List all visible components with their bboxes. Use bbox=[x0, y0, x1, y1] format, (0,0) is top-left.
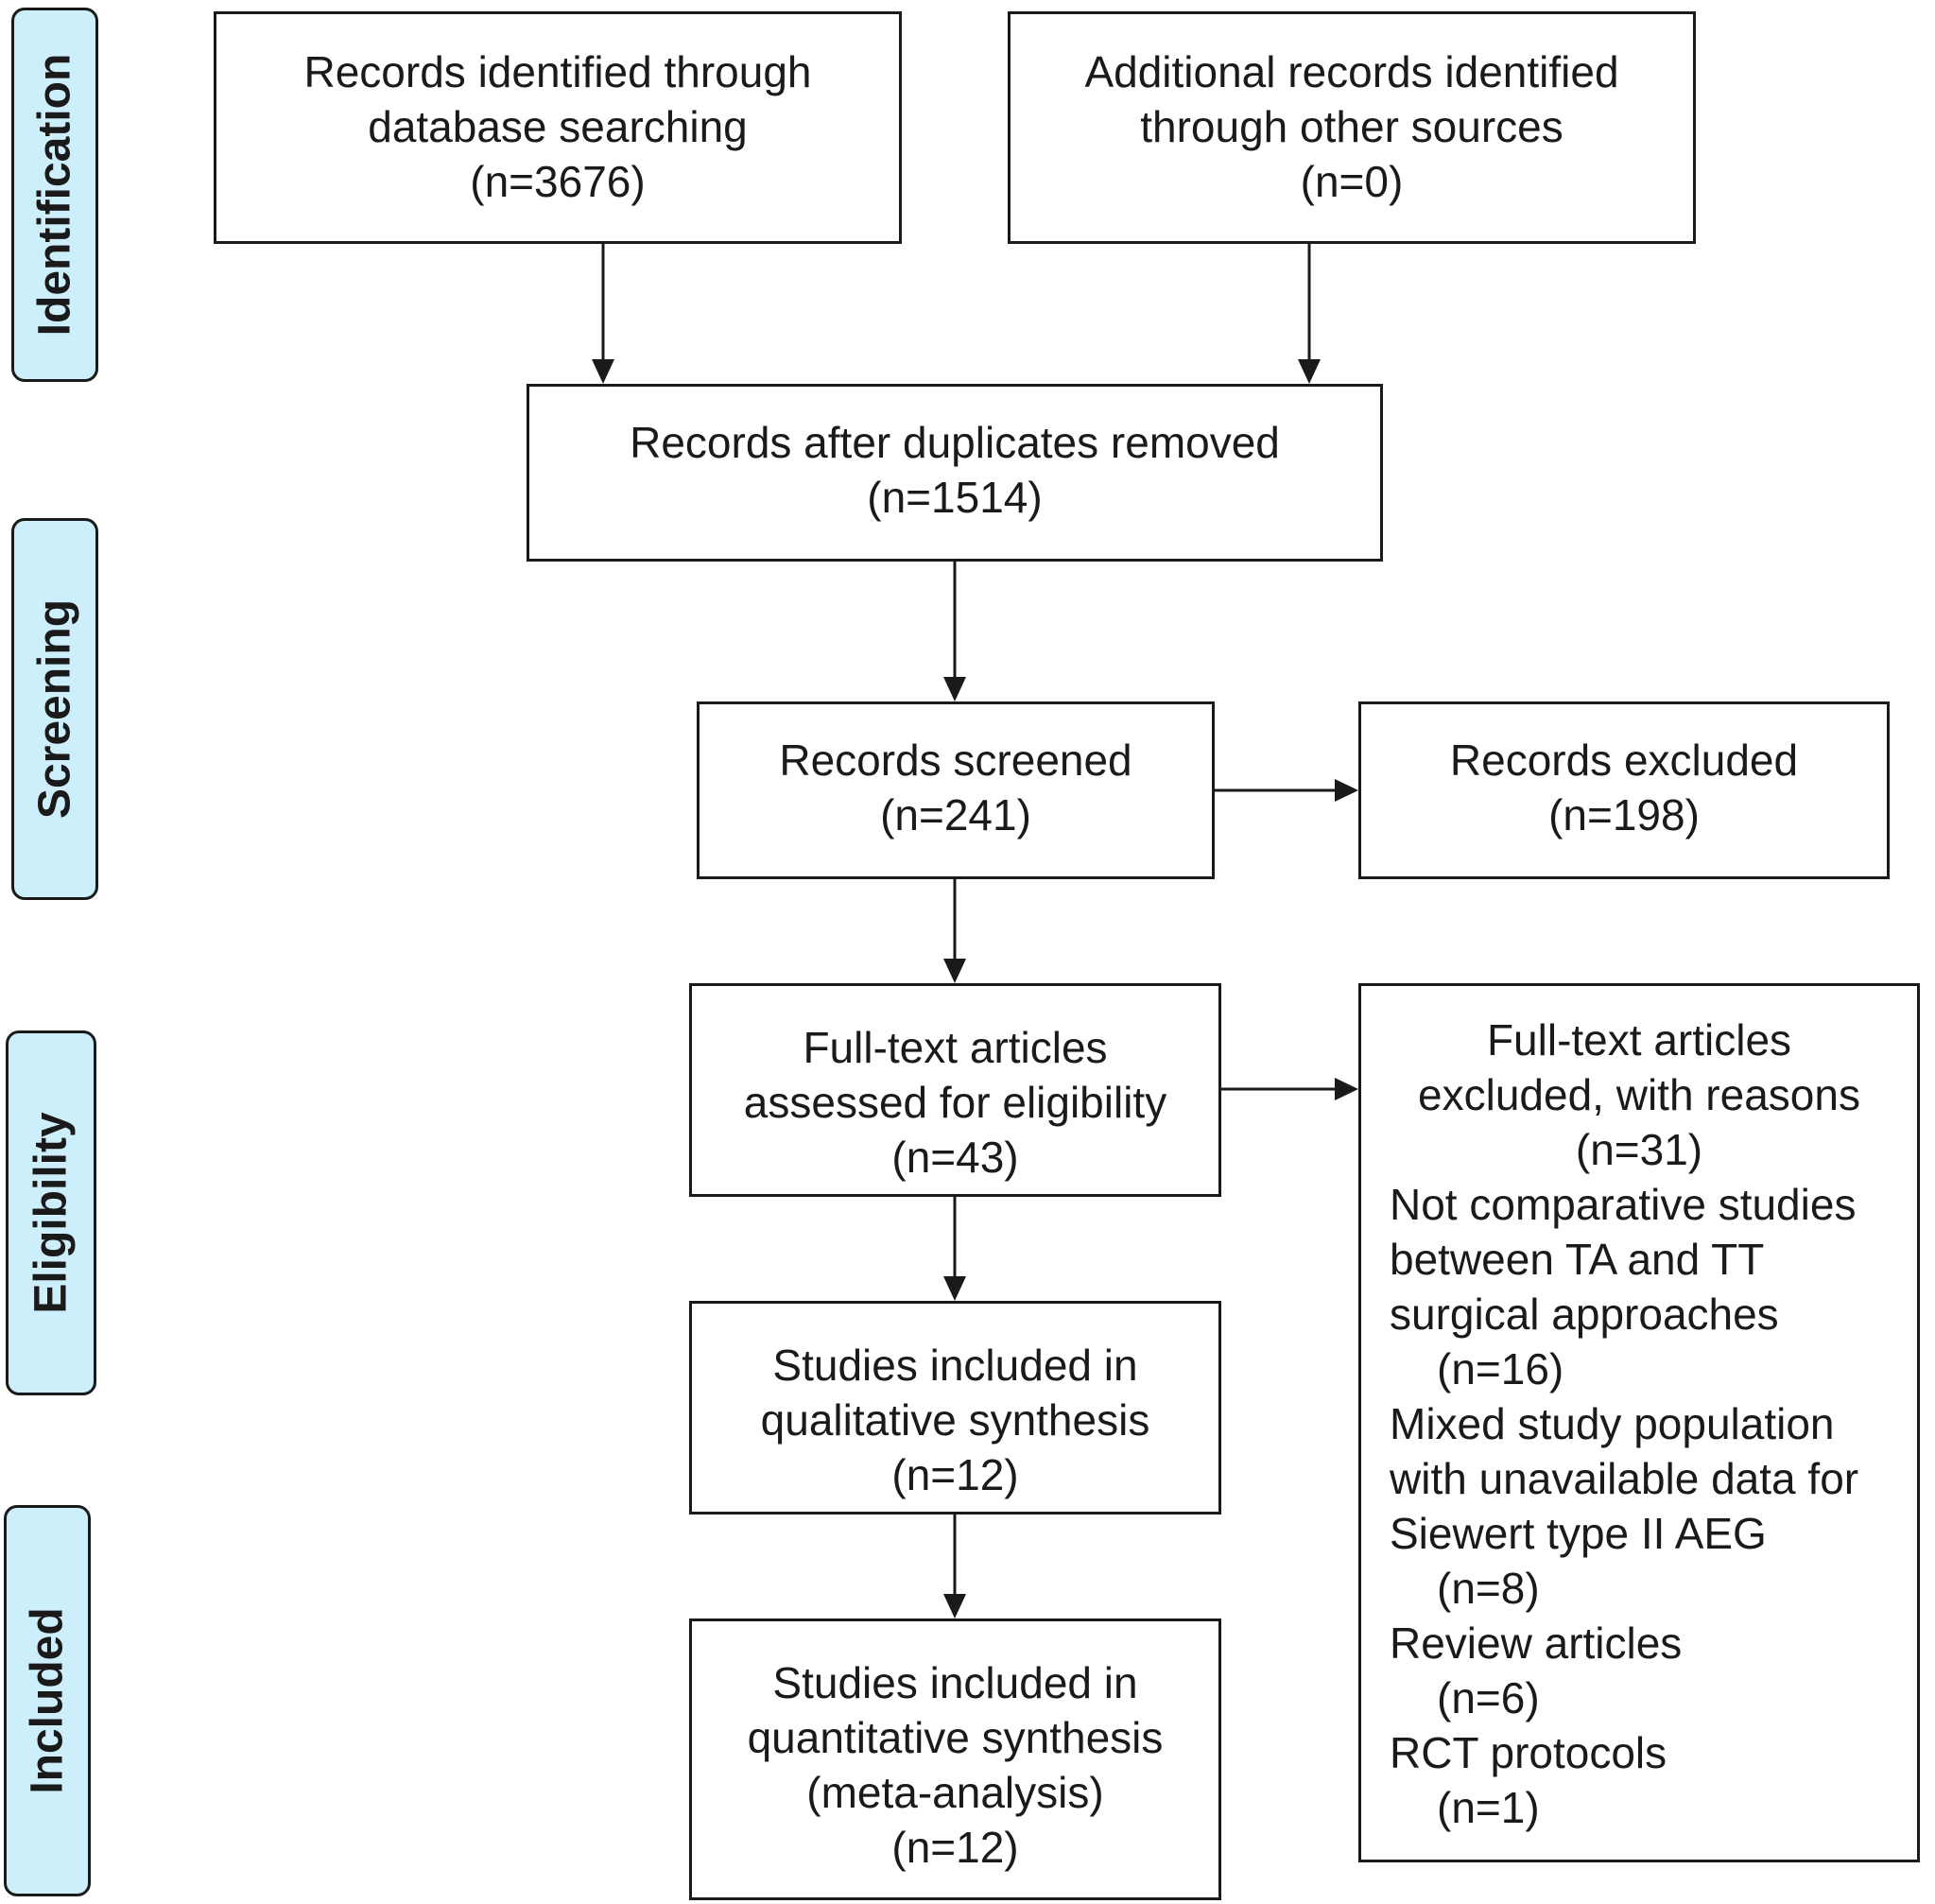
arrowhead bbox=[592, 359, 614, 384]
reason-line: RCT protocols bbox=[1390, 1728, 1667, 1777]
stage-included: Included bbox=[4, 1505, 91, 1896]
box-fulltext-assessed: Full-text articles assessed for eligibil… bbox=[689, 983, 1221, 1197]
arrowhead bbox=[1335, 1078, 1358, 1100]
stage-eligibility: Eligibility bbox=[6, 1030, 96, 1395]
arrowhead bbox=[943, 1594, 966, 1618]
reason-count: (n=16) bbox=[1437, 1344, 1564, 1393]
box-database-records: Records identified through database sear… bbox=[214, 11, 902, 244]
arrowhead bbox=[943, 959, 966, 983]
reason-count: (n=8) bbox=[1437, 1564, 1540, 1613]
box-line: (n=241) bbox=[880, 790, 1031, 839]
arrowhead bbox=[1298, 359, 1321, 384]
arrowhead bbox=[1335, 779, 1358, 802]
box-line: (n=3676) bbox=[470, 157, 646, 206]
reason-count: (n=6) bbox=[1437, 1673, 1540, 1722]
box-line: quantitative synthesis bbox=[747, 1713, 1164, 1762]
box-line: database searching bbox=[368, 102, 748, 151]
box-line: through other sources bbox=[1140, 102, 1564, 151]
reason-line: between TA and TT bbox=[1390, 1235, 1765, 1284]
reason-line: Not comparative studies bbox=[1390, 1180, 1857, 1229]
box-duplicates-removed: Records after duplicates removed (n=1514… bbox=[527, 384, 1383, 562]
box-other-records: Additional records identified through ot… bbox=[1008, 11, 1696, 244]
box-line: (n=1514) bbox=[867, 473, 1043, 522]
arrowhead bbox=[943, 677, 966, 701]
reason-line: Mixed study population bbox=[1390, 1399, 1835, 1448]
box-line: Records after duplicates removed bbox=[630, 418, 1280, 467]
box-qualitative-synthesis: Studies included in qualitative synthesi… bbox=[689, 1301, 1221, 1515]
box-line: Records identified through bbox=[303, 47, 812, 96]
stage-screening: Screening bbox=[11, 518, 98, 900]
reason-count: (n=1) bbox=[1437, 1783, 1540, 1832]
reason-line: with unavailable data for bbox=[1390, 1454, 1859, 1503]
excluded-header-line: excluded, with reasons bbox=[1418, 1070, 1860, 1119]
box-line: qualitative synthesis bbox=[760, 1395, 1150, 1445]
box-line: Additional records identified bbox=[1084, 47, 1619, 96]
box-line: (n=0) bbox=[1300, 157, 1404, 206]
excluded-header-line: (n=31) bbox=[1575, 1125, 1703, 1174]
excluded-header-line: Full-text articles bbox=[1486, 1015, 1792, 1065]
arrowhead bbox=[943, 1276, 966, 1301]
box-line: (n=43) bbox=[891, 1133, 1019, 1182]
box-line: assessed for eligibility bbox=[743, 1078, 1167, 1127]
box-line: (meta-analysis) bbox=[806, 1768, 1104, 1817]
box-line: Studies included in bbox=[772, 1341, 1138, 1390]
box-line: Studies included in bbox=[772, 1658, 1138, 1707]
reason-line: Siewert type II AEG bbox=[1390, 1509, 1767, 1558]
reason-line: Review articles bbox=[1390, 1618, 1683, 1668]
box-line: (n=12) bbox=[891, 1450, 1019, 1499]
box-quantitative-synthesis: Studies included in quantitative synthes… bbox=[689, 1618, 1221, 1900]
box-line: Records excluded bbox=[1449, 736, 1799, 785]
box-line: (n=198) bbox=[1548, 790, 1700, 839]
box-fulltext-excluded: Full-text articles excluded, with reason… bbox=[1358, 983, 1920, 1862]
reason-line: surgical approaches bbox=[1390, 1290, 1779, 1339]
box-records-excluded: Records excluded (n=198) bbox=[1358, 701, 1890, 879]
box-line: Records screened bbox=[779, 736, 1132, 785]
box-records-screened: Records screened (n=241) bbox=[697, 701, 1215, 879]
box-line: (n=12) bbox=[891, 1823, 1019, 1872]
stage-identification: Identification bbox=[11, 8, 98, 382]
box-line: Full-text articles bbox=[803, 1023, 1108, 1072]
